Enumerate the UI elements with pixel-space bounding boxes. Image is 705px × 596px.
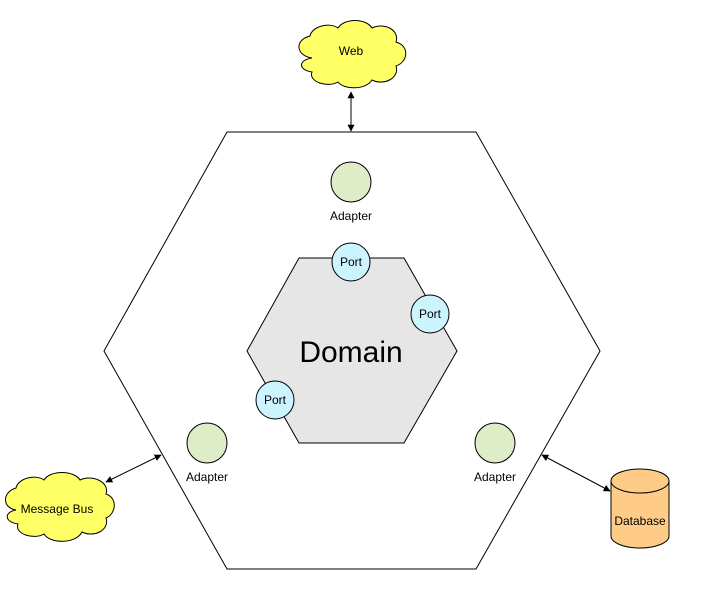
database-cylinder: Database	[610, 468, 670, 549]
domain-hexagon	[246, 257, 458, 444]
port-top-circle	[331, 242, 371, 282]
database-label: Database	[614, 514, 666, 528]
adapter-top-circle	[330, 161, 372, 203]
adapter-right-label: Adapter	[474, 470, 516, 484]
port-right-circle	[410, 294, 450, 334]
adapter-top-label: Adapter	[330, 209, 372, 223]
message-bus-cloud: Message Bus	[5, 472, 115, 542]
web-cloud: Web	[298, 20, 407, 89]
message-bus-adapter-arrow	[105, 454, 162, 483]
web-label: Web	[339, 44, 364, 58]
domain-label: Domain	[299, 336, 402, 369]
port-top-label: Port	[340, 255, 363, 269]
port-right-label: Port	[419, 307, 442, 321]
message-bus-label: Message Bus	[21, 502, 94, 516]
port-left-label: Port	[264, 393, 287, 407]
adapter-right-circle	[474, 422, 516, 464]
port-left-circle	[255, 380, 295, 420]
adapter-left-label: Adapter	[186, 470, 228, 484]
adapter-left-circle	[186, 422, 228, 464]
database-adapter-arrow	[541, 454, 611, 492]
